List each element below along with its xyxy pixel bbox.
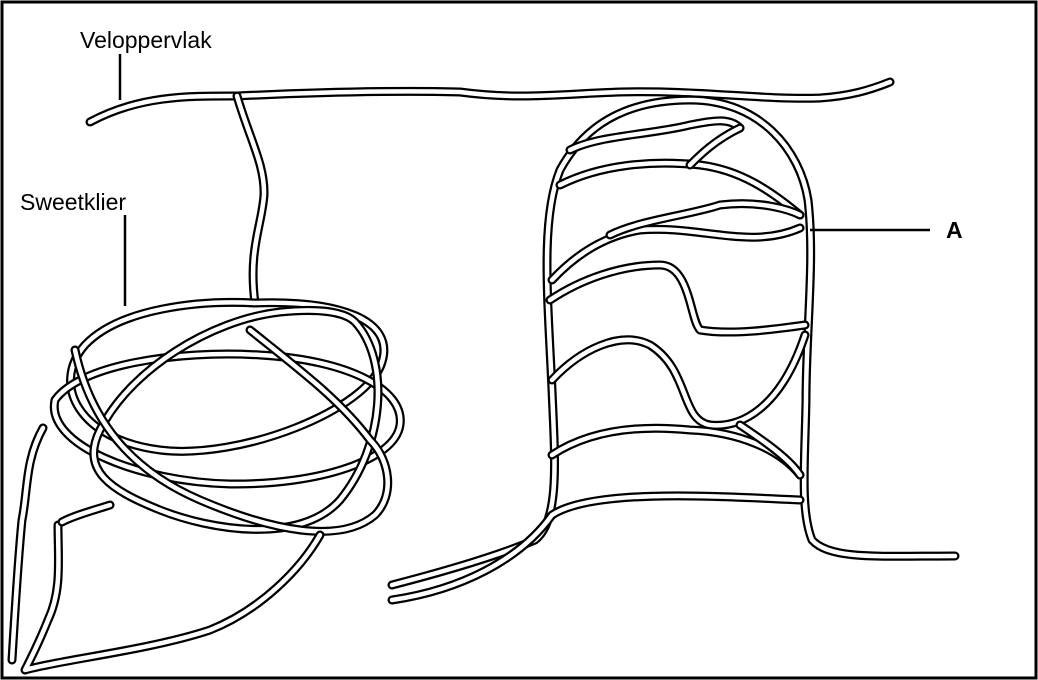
label-structure-a: A: [946, 217, 963, 243]
label-sweat-gland: Sweetklier: [20, 189, 126, 215]
label-skin-surface: Veloppervlak: [80, 27, 212, 53]
